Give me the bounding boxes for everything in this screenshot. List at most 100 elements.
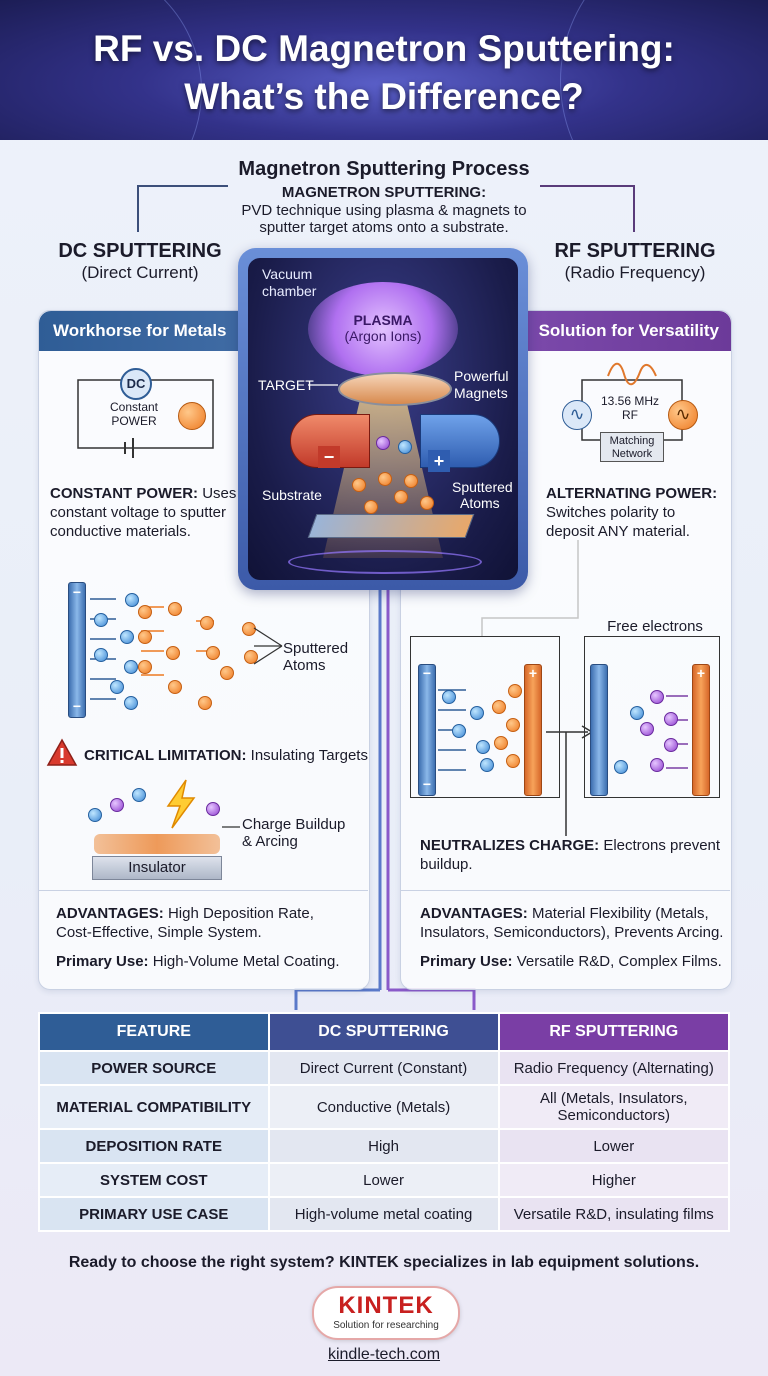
ion (132, 788, 146, 802)
rf-power-desc-3: deposit ANY material. (546, 523, 690, 540)
dc-sputtered-label-1: Sputtered (283, 640, 349, 657)
rf-phase2-plate-b (692, 664, 710, 796)
ion (125, 593, 139, 607)
substrate-plate (307, 514, 475, 538)
insulator-block: Insulator (92, 856, 222, 880)
logo-wordmark: KINTEK (338, 1292, 434, 1319)
table-cell-rf: All (Metals, Insulators,Semiconductors) (497, 1084, 731, 1130)
ion (124, 660, 138, 674)
atom (244, 650, 258, 664)
magnet-minus: − (318, 446, 340, 468)
dc-limitation: CRITICAL LIMITATION: Insulating Targets (84, 747, 368, 764)
ion (88, 808, 102, 822)
atom (404, 474, 418, 488)
ion (110, 680, 124, 694)
process-title: Magnetron Sputtering Process (238, 158, 530, 180)
dc-primary-use: Primary Use: High-Volume Metal Coating. (56, 953, 340, 970)
rf-phase1-minus: − (422, 776, 432, 792)
header-banner: RF vs. DC Magnetron Sputtering: What’s t… (0, 0, 768, 140)
chamber-sputtered-1: Sputtered (452, 479, 513, 495)
atom (198, 696, 212, 710)
dc-power-desc-3: conductive materials. (50, 523, 191, 540)
ion (124, 696, 138, 710)
table-cell-dc: Conductive (Metals) (267, 1084, 500, 1130)
atom (206, 646, 220, 660)
atom (166, 646, 180, 660)
rf-divider (400, 890, 730, 891)
charge-layer (94, 834, 220, 854)
rf-phase2-plus: + (696, 665, 706, 681)
dc-circuit-label-2: POWER (111, 414, 157, 428)
page-title-line1: RF vs. DC Magnetron Sputtering: (93, 28, 675, 69)
dc-subheading: (Direct Current) (81, 263, 199, 282)
atom (220, 666, 234, 680)
charge-buildup-label-2: & Arcing (242, 833, 298, 850)
ac-load-icon: ∿ (668, 400, 698, 430)
ion (470, 706, 484, 720)
magnet-plus: + (428, 450, 450, 472)
ion (452, 724, 466, 738)
electron (110, 798, 124, 812)
ion (442, 690, 456, 704)
electron (640, 722, 654, 736)
atom (506, 754, 520, 768)
atom (420, 496, 434, 510)
table-cell-rf: Higher (497, 1162, 731, 1198)
rf-power-desc-2: Switches polarity to (546, 504, 676, 521)
table-header-rf: RF SPUTTERING (497, 1012, 731, 1052)
dc-advantages-1: ADVANTAGES: High Deposition Rate, (56, 905, 314, 922)
electron (206, 802, 220, 816)
rf-heading: RF SPUTTERING (554, 240, 716, 262)
electron (664, 712, 678, 726)
plasma-cloud (308, 282, 458, 376)
lightning-icon (166, 779, 196, 829)
footer-url-link[interactable]: kindle-tech.com (327, 1346, 441, 1363)
atom (506, 718, 520, 732)
comparison-table: FEATURE DC SPUTTERING RF SPUTTERING POWE… (38, 1012, 731, 1232)
rf-phase1-anode (524, 664, 542, 796)
atom (352, 478, 366, 492)
plasma-label-2: (Argon Ions) (344, 328, 422, 344)
substrate-label: Substrate (262, 487, 322, 503)
ion (614, 760, 628, 774)
rf-phase1-frame (410, 636, 560, 798)
matching-network-label-1: Matching (609, 435, 655, 447)
ion (120, 630, 134, 644)
cathode-minus: − (72, 584, 82, 600)
magnets-label-2: Magnets (454, 385, 508, 401)
vacuum-label-1: Vacuum (262, 266, 313, 282)
rf-phase1-cathode (418, 664, 436, 796)
ion (480, 758, 494, 772)
atom (138, 660, 152, 674)
atom (508, 684, 522, 698)
kintek-logo[interactable]: KINTEK Solution for researching (312, 1286, 460, 1340)
process-def-line1: PVD technique using plasma & magnets to (241, 202, 527, 219)
ac-source-icon: ∿ (562, 400, 592, 430)
ion (376, 436, 390, 450)
page-title-line2: What’s the Difference? (184, 76, 584, 117)
matching-network-label-2: Network (611, 448, 653, 460)
vacuum-label-2: chamber (262, 283, 317, 299)
rf-phase1-plus: + (528, 665, 538, 681)
process-def-label: MAGNETRON SPUTTERING: (281, 184, 487, 201)
table-header-feature: FEATURE (38, 1012, 270, 1052)
dc-source-badge: DC (120, 368, 152, 400)
target-pointer (308, 384, 338, 386)
dc-cathode-plate (68, 582, 86, 718)
dc-sputtered-label-2: Atoms (283, 657, 326, 674)
ion (630, 706, 644, 720)
atom (168, 602, 182, 616)
table-cell-dc: High (267, 1128, 500, 1164)
pointer-line (222, 826, 240, 828)
warning-icon (46, 738, 78, 766)
dc-heading: DC SPUTTERING (58, 240, 222, 262)
dc-power-desc-2: constant voltage to sputter (50, 504, 226, 521)
table-row: SYSTEM COST Lower Higher (38, 1162, 731, 1198)
table-cell-feature: SYSTEM COST (38, 1162, 270, 1198)
glow-ring (288, 550, 482, 574)
rf-frequency-1: 13.56 MHz (600, 394, 660, 408)
rf-phase1-minus: − (422, 665, 432, 681)
atom (138, 605, 152, 619)
ion (94, 613, 108, 627)
electron (664, 738, 678, 752)
